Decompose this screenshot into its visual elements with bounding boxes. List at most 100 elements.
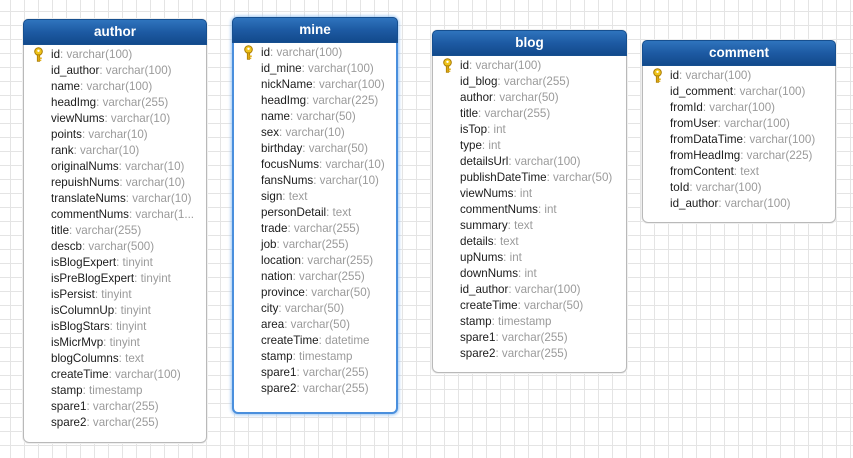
field-row[interactable]: rank: varchar(10): [24, 143, 206, 159]
field-row[interactable]: id: varchar(100): [643, 68, 835, 84]
field-name: descb: [51, 240, 82, 253]
field-row[interactable]: fromHeadImg: varchar(225): [643, 148, 835, 164]
field-row[interactable]: personDetail: text: [234, 205, 396, 221]
field-name: originalNums: [51, 160, 119, 173]
field-row[interactable]: province: varchar(50): [234, 285, 396, 301]
field-type: : varchar(100): [312, 78, 385, 91]
field-row[interactable]: isBlogExpert: tinyint: [24, 255, 206, 271]
field-row[interactable]: name: varchar(100): [24, 79, 206, 95]
field-row[interactable]: id: varchar(100): [24, 47, 206, 63]
field-row[interactable]: downNums: int: [433, 266, 626, 282]
field-name: spare2: [51, 416, 87, 429]
field-row[interactable]: stamp: timestamp: [234, 349, 396, 365]
field-type: : varchar(255): [86, 400, 159, 413]
field-row[interactable]: publishDateTime: varchar(50): [433, 170, 626, 186]
entity-blog[interactable]: blog id: varchar(100)id_blog: varchar(25…: [432, 30, 627, 373]
field-row[interactable]: stamp: timestamp: [24, 383, 206, 399]
field-row[interactable]: isColumnUp: tinyint: [24, 303, 206, 319]
field-name: translateNums: [51, 192, 126, 205]
field-row[interactable]: toId: varchar(100): [643, 180, 835, 196]
field-row[interactable]: commentNums: varchar(1...: [24, 207, 206, 223]
field-row[interactable]: fansNums: varchar(10): [234, 173, 396, 189]
field-type: : varchar(255): [495, 347, 568, 360]
field-row[interactable]: id_blog: varchar(255): [433, 74, 626, 90]
field-row[interactable]: isMicrMvp: tinyint: [24, 335, 206, 351]
field-row[interactable]: fromUser: varchar(100): [643, 116, 835, 132]
field-row[interactable]: trade: varchar(255): [234, 221, 396, 237]
field-row[interactable]: title: varchar(255): [24, 223, 206, 239]
field-type: : text: [118, 352, 144, 365]
field-type: : varchar(50): [492, 91, 559, 104]
field-row[interactable]: id: varchar(100): [433, 58, 626, 74]
field-row[interactable]: spare2: varchar(255): [24, 415, 206, 431]
field-row[interactable]: sex: varchar(10): [234, 125, 396, 141]
field-row[interactable]: author: varchar(50): [433, 90, 626, 106]
field-row[interactable]: fromContent: text: [643, 164, 835, 180]
field-row[interactable]: type: int: [433, 138, 626, 154]
field-row[interactable]: job: varchar(255): [234, 237, 396, 253]
field-row[interactable]: createTime: datetime: [234, 333, 396, 349]
field-row[interactable]: isPersist: tinyint: [24, 287, 206, 303]
field-row[interactable]: headImg: varchar(255): [24, 95, 206, 111]
field-row[interactable]: title: varchar(255): [433, 106, 626, 122]
field-row[interactable]: birthday: varchar(50): [234, 141, 396, 157]
field-list: id: varchar(100)id_blog: varchar(255)aut…: [433, 56, 626, 362]
entity-author[interactable]: author id: varchar(100)id_author: varcha…: [23, 19, 207, 443]
field-name: fansNums: [261, 174, 314, 187]
field-row[interactable]: nation: varchar(255): [234, 269, 396, 285]
field-row[interactable]: fromId: varchar(100): [643, 100, 835, 116]
field-row[interactable]: createTime: varchar(100): [24, 367, 206, 383]
field-row[interactable]: id: varchar(100): [234, 45, 396, 61]
field-row[interactable]: originalNums: varchar(10): [24, 159, 206, 175]
field-row[interactable]: nickName: varchar(100): [234, 77, 396, 93]
field-row[interactable]: location: varchar(255): [234, 253, 396, 269]
field-row[interactable]: details: text: [433, 234, 626, 250]
field-row[interactable]: spare1: varchar(255): [24, 399, 206, 415]
entity-comment[interactable]: comment id: varchar(100)id_comment: varc…: [642, 40, 836, 223]
field-row[interactable]: spare2: varchar(255): [433, 346, 626, 362]
field-row[interactable]: translateNums: varchar(10): [24, 191, 206, 207]
field-name: name: [261, 110, 291, 123]
field-row[interactable]: points: varchar(10): [24, 127, 206, 143]
field-row[interactable]: id_author: varchar(100): [643, 196, 835, 212]
field-row[interactable]: fromDataTime: varchar(100): [643, 132, 835, 148]
field-row[interactable]: headImg: varchar(225): [234, 93, 396, 109]
field-row[interactable]: isPreBlogExpert: tinyint: [24, 271, 206, 287]
field-row[interactable]: spare1: varchar(255): [234, 365, 396, 381]
field-row[interactable]: commentNums: int: [433, 202, 626, 218]
field-row[interactable]: detailsUrl: varchar(100): [433, 154, 626, 170]
field-row[interactable]: viewNums: int: [433, 186, 626, 202]
field-row[interactable]: id_author: varchar(100): [433, 282, 626, 298]
field-row[interactable]: blogColumns: text: [24, 351, 206, 367]
field-row[interactable]: isBlogStars: tinyint: [24, 319, 206, 335]
field-row[interactable]: isTop: int: [433, 122, 626, 138]
field-type: : int: [513, 187, 533, 200]
field-row[interactable]: createTime: varchar(50): [433, 298, 626, 314]
field-type: : varchar(100): [679, 69, 752, 82]
field-type: : varchar(100): [718, 197, 791, 210]
field-row[interactable]: upNums: int: [433, 250, 626, 266]
field-row[interactable]: repuishNums: varchar(10): [24, 175, 206, 191]
entity-mine[interactable]: mine id: varchar(100)id_mine: varchar(10…: [232, 17, 398, 414]
field-name: isColumnUp: [51, 304, 115, 317]
primary-key-icon: [441, 58, 454, 73]
field-row[interactable]: city: varchar(50): [234, 301, 396, 317]
field-row[interactable]: stamp: timestamp: [433, 314, 626, 330]
field-row[interactable]: area: varchar(50): [234, 317, 396, 333]
field-type: : varchar(50): [278, 302, 345, 315]
field-row[interactable]: id_mine: varchar(100): [234, 61, 396, 77]
field-type: : varchar(50): [284, 318, 350, 331]
field-row[interactable]: spare1: varchar(255): [433, 330, 626, 346]
field-row[interactable]: spare2: varchar(255): [234, 381, 396, 397]
field-row[interactable]: summary: text: [433, 218, 626, 234]
field-type: : varchar(50): [517, 299, 584, 312]
field-row[interactable]: focusNums: varchar(10): [234, 157, 396, 173]
field-row[interactable]: id_comment: varchar(100): [643, 84, 835, 100]
field-row[interactable]: id_author: varchar(100): [24, 63, 206, 79]
field-type: : tinyint: [114, 304, 151, 317]
field-row[interactable]: descb: varchar(500): [24, 239, 206, 255]
field-type: : varchar(255): [69, 224, 142, 237]
field-row[interactable]: sign: text: [234, 189, 396, 205]
field-row[interactable]: viewNums: varchar(10): [24, 111, 206, 127]
field-row[interactable]: name: varchar(50): [234, 109, 396, 125]
